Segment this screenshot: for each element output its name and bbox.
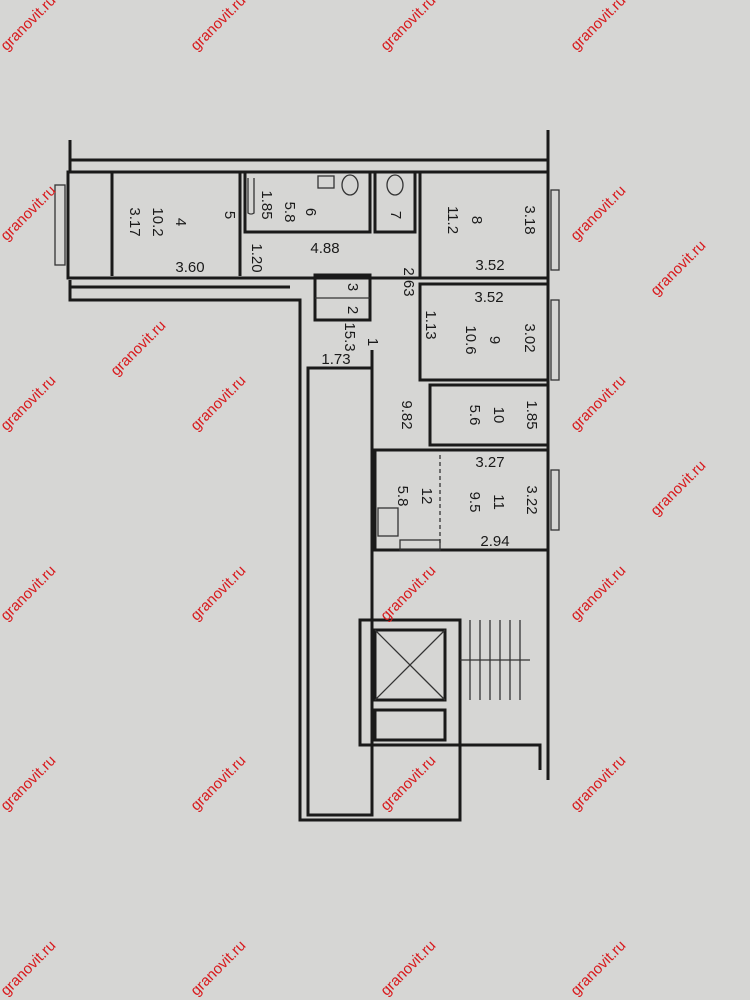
room-12-number: 12 (418, 488, 435, 505)
room-11-width: 3.27 (475, 454, 504, 471)
walls (54, 130, 560, 822)
room-9-area: 10.6 (462, 325, 479, 354)
room-9-number: 9 (486, 336, 503, 344)
room-4-number: 4 (172, 218, 189, 226)
hall-length: 2.63 (400, 267, 417, 296)
room-1-area: 15.3 (341, 322, 358, 351)
room-3-number: 3 (344, 283, 361, 291)
toilet-icon (341, 174, 359, 196)
room-10-depth: 1.85 (523, 400, 540, 429)
room-8-number: 8 (468, 216, 485, 224)
room-8-width: 3.52 (475, 257, 504, 274)
room-11-depth: 3.22 (523, 485, 540, 514)
room-10-number: 10 (490, 407, 507, 424)
room-6-area: 5.8 (281, 202, 298, 223)
room-9-extra: 1.13 (422, 310, 439, 339)
room-7-number: 7 (387, 211, 404, 219)
hall-small: 1.20 (248, 243, 265, 272)
room-11-bottom: 2.94 (480, 533, 509, 550)
room-2-number: 2 (344, 306, 361, 314)
bathtub-icon (247, 178, 255, 215)
sink-icon (317, 175, 335, 189)
hall-width: 4.88 (310, 240, 339, 257)
room-4-area: 10.2 (149, 207, 166, 236)
room-4-depth: 3.17 (126, 207, 143, 236)
room-9-width: 3.52 (474, 289, 503, 306)
room-5-number: 5 (221, 211, 238, 219)
room-1-number: 1 (364, 338, 381, 346)
corridor-length: 9.82 (398, 400, 415, 429)
kitchen-counter-icon (399, 539, 441, 551)
room-6-depth: 1.85 (258, 190, 275, 219)
room-9-depth: 3.02 (521, 323, 538, 352)
room-11-area: 9.5 (466, 492, 483, 513)
stove-icon (377, 507, 399, 537)
room-8-area: 11.2 (444, 206, 461, 234)
room-4-width: 3.60 (175, 259, 204, 276)
room-6-number: 6 (302, 208, 319, 216)
room-10-area: 5.6 (466, 405, 483, 426)
corridor-width: 1.73 (321, 351, 350, 368)
room-12-area: 5.8 (394, 486, 411, 507)
toilet-icon (386, 174, 404, 196)
room-8-depth: 3.18 (521, 205, 538, 234)
room-11-number: 11 (490, 494, 507, 510)
room-labels: 4 10.2 3.17 3.60 5 1.85 6 5.8 7 8 11.2 3… (126, 190, 540, 550)
